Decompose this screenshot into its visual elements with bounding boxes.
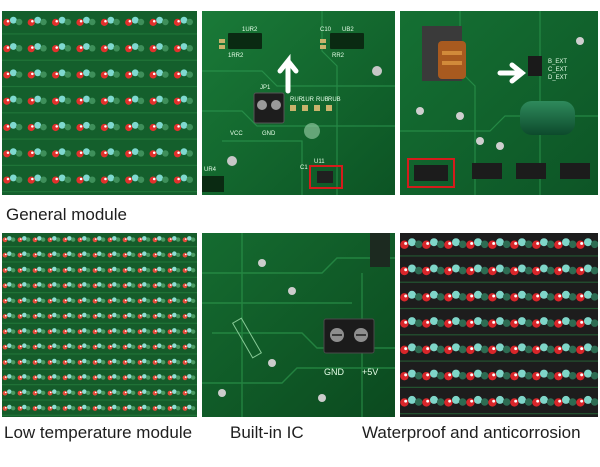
pin-label: C_EXT [548,67,568,73]
photo-waterproof-module [400,233,598,417]
terminal-block [323,318,375,354]
gnd-label: GND [324,367,345,377]
pad-label: 1UR [302,97,315,103]
led-grid-image [2,11,197,195]
chip-label: C1 [300,165,308,171]
pcb-connector-image: 1UR2 UB2 C10 1RR2 RR2 JP1 VCC GND RUR 1U… [202,11,395,195]
photo-built-in-ic: GND +5V [202,233,395,417]
power-label: +5V [362,367,378,377]
caption-low-temperature-module: Low temperature module [4,423,193,442]
chip-label: 1RR2 [228,53,244,59]
waterproof-led-image [400,233,598,417]
pad-label: RUB [328,97,341,103]
pad-label: RUR [290,97,304,103]
pcb-capacitor-image: B_EXT C_EXT D_EXT [400,11,598,195]
jumper-label: JP1 [260,85,271,91]
capacitor [520,101,575,135]
gnd-label: GND [262,131,276,137]
pcb-ic-image: GND +5V [202,233,395,417]
dense-led-grid-image [2,233,197,417]
chip-label: U11 [314,159,325,165]
pin-label: D_EXT [548,75,568,81]
highlight-box [309,165,343,189]
photo-connector-board: 1UR2 UB2 C10 1RR2 RR2 JP1 VCC GND RUR 1U… [202,11,395,195]
caption-waterproof: Waterproof and anticorrosion [362,423,581,442]
chip-label: RR2 [332,53,345,59]
photo-general-module [2,11,197,195]
pin-label: B_EXT [548,59,567,65]
pad-label: RUB [316,97,329,103]
caption-built-in-ic: Built-in IC [230,423,304,442]
chip-label: 1UR2 [242,27,258,33]
photo-capacitor-board: B_EXT C_EXT D_EXT [400,11,598,195]
arrow-up-icon [277,53,299,94]
highlight-box [407,158,455,188]
chip-label: UB2 [342,27,354,33]
arrow-right-icon [497,62,527,84]
vcc-label: VCC [230,131,243,137]
chip-label: UR4 [204,167,217,173]
caption-general-module: General module [6,205,127,224]
photo-low-temperature-module [2,233,197,417]
chip-label: C10 [320,27,332,33]
